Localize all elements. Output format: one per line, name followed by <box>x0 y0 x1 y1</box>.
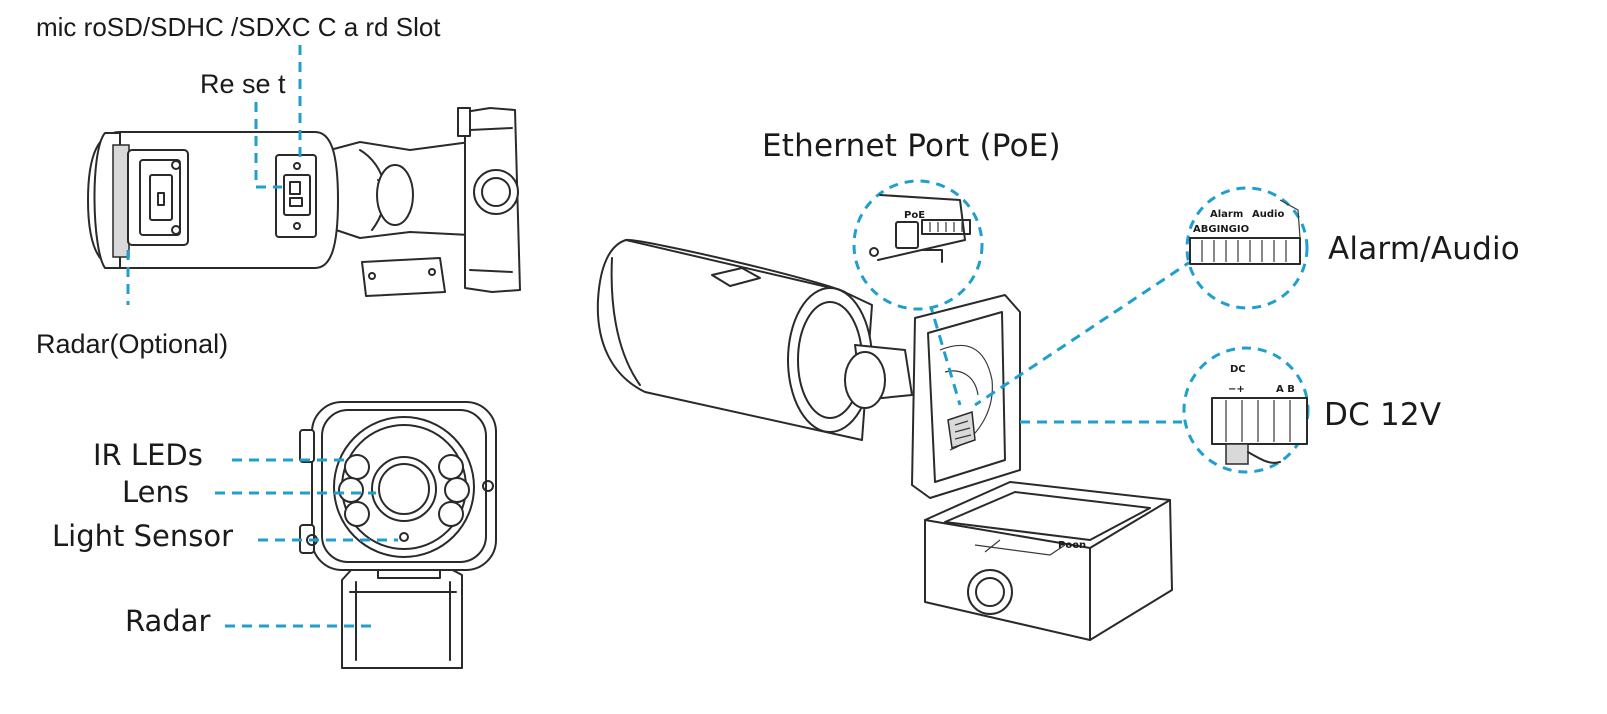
zoom-dc12v: DC −+ A B <box>1182 346 1310 474</box>
zoom-poe-mark: PoE <box>904 210 925 221</box>
label-alarm-audio: Alarm/Audio <box>1328 231 1520 267</box>
zoom-dc-polarity: −+ <box>1228 384 1245 395</box>
label-ir-leds: IR LEDs <box>93 438 203 472</box>
camera-side-view <box>87 107 521 297</box>
label-lens: Lens <box>122 475 189 509</box>
zoom-ethernet-port: PoE <box>852 179 984 311</box>
label-radar-optional: Radar(Optional) <box>36 329 229 359</box>
label-dc12v: DC 12V <box>1324 397 1442 433</box>
camera-front-view <box>299 401 497 669</box>
zoom-audio-group: Audio <box>1252 209 1284 220</box>
zoom-ab-pins: A B <box>1276 384 1295 395</box>
zoom-alarm-group: Alarm <box>1210 209 1243 220</box>
base-mark: Poen <box>1058 540 1086 551</box>
label-ethernet-port: Ethernet Port (PoE) <box>762 128 1061 164</box>
label-reset: Re se t <box>200 69 286 99</box>
label-radar: Radar <box>125 604 211 638</box>
zoom-dc-group: DC <box>1230 364 1246 375</box>
leader-alarm-audio <box>974 258 1194 407</box>
camera-open-view: Poen <box>596 238 1173 641</box>
zoom-alarm-audio: Alarm Audio ABGINGIO <box>1185 186 1309 310</box>
label-light-sensor: Light Sensor <box>52 519 233 553</box>
zoom-alarm-audio-pins: ABGINGIO <box>1193 224 1249 235</box>
label-card-slot: mic roSD/SDHC /SDXC C a rd Slot <box>36 12 441 42</box>
leader-reset <box>254 102 282 189</box>
